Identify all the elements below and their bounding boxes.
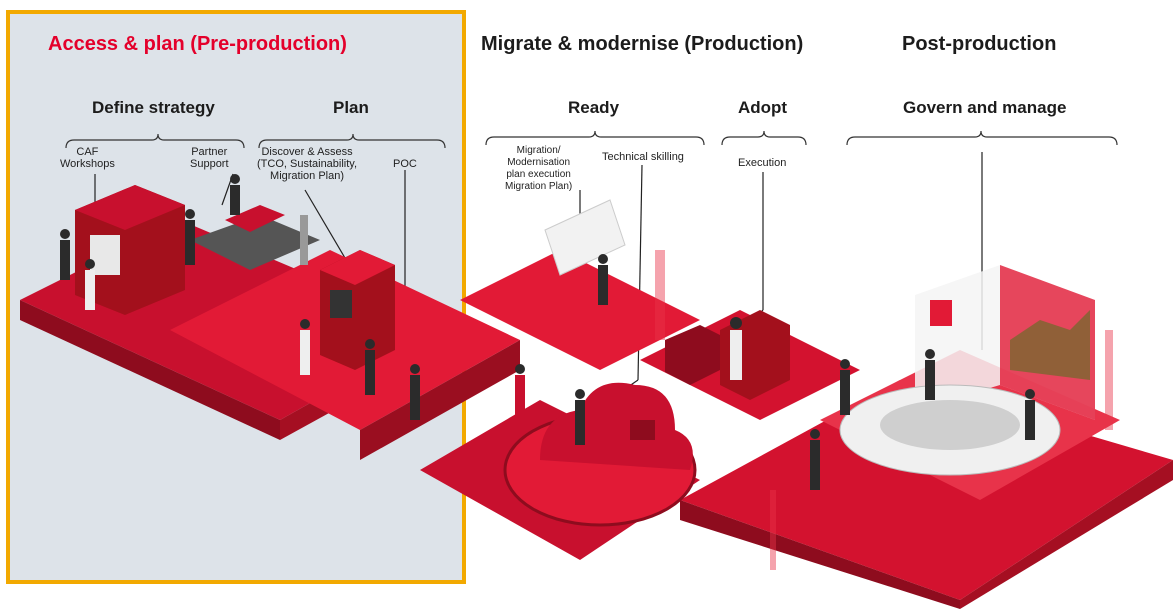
people-figures: [60, 174, 1035, 490]
label-execution: Execution: [738, 157, 787, 169]
phase-title-post-production: Post-production: [902, 33, 1057, 55]
stage-govern-and-manage: Govern and manage: [903, 98, 1067, 117]
label-caf-workshops: CAF Workshops: [60, 146, 115, 170]
bracket-define-strategy: [65, 133, 245, 149]
label-discover-assess: Discover & Assess (TCO, Sustainability, …: [257, 146, 358, 182]
label-migration-plan-execution: Migration/ Modernisation plan execution …: [505, 145, 573, 192]
stage-ready: Ready: [568, 98, 620, 117]
bracket-plan: [258, 133, 446, 149]
label-technical-skilling: Technical skilling: [602, 151, 684, 163]
phase-title-pre-production: Access & plan (Pre-production): [48, 33, 347, 55]
bracket-ready: [485, 130, 705, 146]
light-beams: [655, 250, 1113, 570]
label-partner-support: Partner Support: [190, 146, 229, 170]
bracket-adopt: [721, 130, 807, 146]
stage-plan: Plan: [333, 98, 369, 117]
machines: [75, 185, 1095, 476]
stage-define-strategy: Define strategy: [92, 98, 215, 117]
bracket-group: [65, 130, 1118, 149]
phase-title-production: Migrate & modernise (Production): [481, 33, 804, 55]
bracket-govern: [846, 130, 1118, 146]
cloud-shape: [540, 382, 693, 470]
label-poc: POC: [393, 158, 417, 170]
stage-adopt: Adopt: [738, 98, 788, 117]
